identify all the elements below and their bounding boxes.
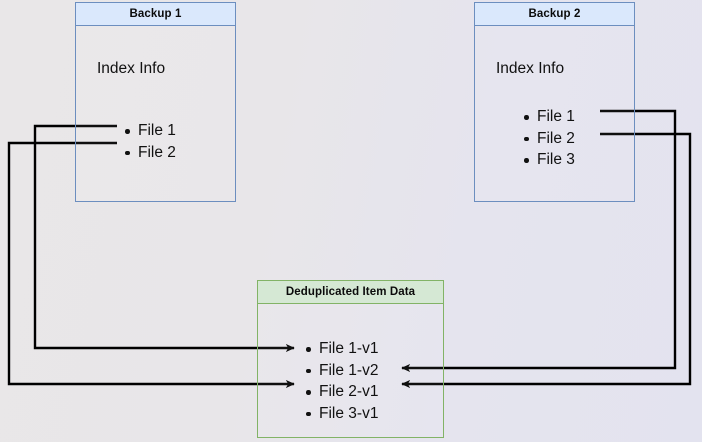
backup-2-caption: Index Info: [496, 60, 565, 77]
backup-1-title: Backup 1: [76, 3, 235, 26]
deduplicated-item-list: File 1-v1 File 1-v2 File 2-v1 File 3-v1: [306, 338, 378, 424]
backup-2-node[interactable]: Backup 2 Index Info File 1 File 2 File 3: [474, 2, 635, 202]
list-item: File 2: [524, 128, 575, 150]
list-item: File 2-v1: [306, 381, 378, 403]
list-item: File 1-v1: [306, 338, 378, 360]
backup-1-caption: Index Info: [97, 60, 166, 77]
backup-1-node[interactable]: Backup 1 Index Info File 1 File 2: [75, 2, 236, 202]
backup-2-title: Backup 2: [475, 3, 634, 26]
deduplicated-item-data-node[interactable]: Deduplicated Item Data File 1-v1 File 1-…: [257, 280, 444, 438]
list-item: File 1: [125, 120, 176, 142]
deduplicated-item-data-title: Deduplicated Item Data: [258, 281, 443, 304]
backup-2-body: Index Info File 1 File 2 File 3: [475, 26, 634, 201]
deduplicated-item-data-body: File 1-v1 File 1-v2 File 2-v1 File 3-v1: [258, 304, 443, 437]
backup-1-file-list: File 1 File 2: [125, 120, 176, 163]
backup-2-file-list: File 1 File 2 File 3: [524, 106, 575, 171]
list-item: File 3: [524, 149, 575, 171]
list-item: File 1: [524, 106, 575, 128]
list-item: File 3-v1: [306, 403, 378, 425]
list-item: File 1-v2: [306, 360, 378, 382]
backup-1-body: Index Info File 1 File 2: [76, 26, 235, 201]
list-item: File 2: [125, 142, 176, 164]
